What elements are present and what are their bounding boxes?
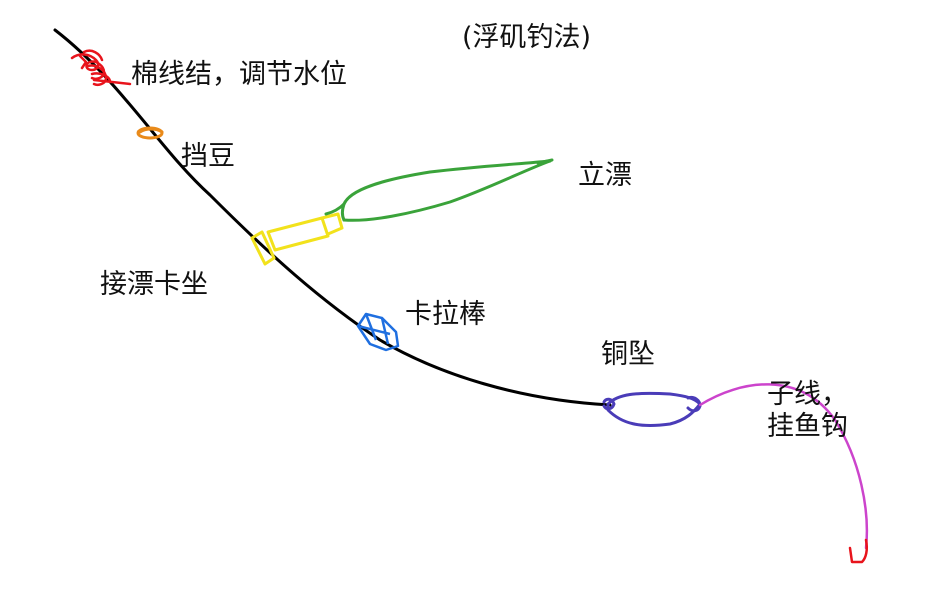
copper-sinker-icon xyxy=(602,391,702,427)
cotton-knot-icon xyxy=(70,49,132,86)
label-bean-stop: 挡豆 xyxy=(181,141,235,172)
standing-float-icon xyxy=(324,158,554,222)
label-stick: 卡拉棒 xyxy=(405,299,486,330)
label-leader-line2: 挂鱼钩 xyxy=(767,411,848,443)
hook-icon xyxy=(848,538,869,564)
label-cotton-knot: 棉线结，调节水位 xyxy=(131,59,347,90)
label-copper-sinker: 铜坠 xyxy=(601,339,655,370)
label-standing-float: 立漂 xyxy=(578,160,632,191)
diagram-title: (浮矶钓法) xyxy=(462,22,592,53)
label-leader-hook: 子线， 挂鱼钩 xyxy=(767,379,848,444)
main-line xyxy=(53,28,612,407)
bean-stop-icon xyxy=(136,126,164,140)
stick-icon xyxy=(356,312,400,352)
leader-line xyxy=(698,383,869,550)
label-float-seat: 接漂卡坐 xyxy=(100,269,208,300)
float-seat-icon xyxy=(250,212,344,266)
label-leader-line1: 子线， xyxy=(767,379,848,410)
